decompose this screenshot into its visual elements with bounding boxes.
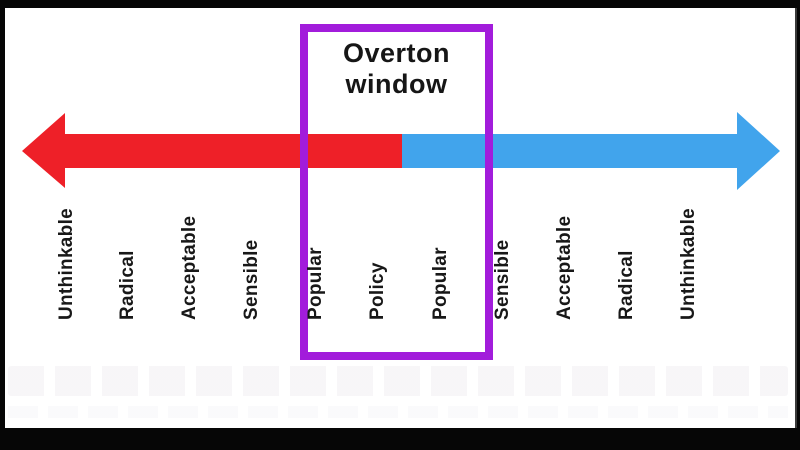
diagram-title: Overton window xyxy=(300,38,493,100)
axis-label-policy: Policy xyxy=(367,262,388,320)
diagram-title-line2: window xyxy=(345,69,448,99)
overton-window-box xyxy=(300,24,493,360)
watermark-artifact xyxy=(8,366,788,396)
axis-label-popular-right: Popular xyxy=(430,247,451,320)
axis-label-sensible-right: Sensible xyxy=(492,239,513,320)
watermark-artifact-2 xyxy=(8,406,788,418)
right-arrow-blue-half xyxy=(402,112,780,190)
axis-label-unthinkable-right: Unthinkable xyxy=(678,207,699,320)
axis-label-popular-left: Popular xyxy=(305,247,326,320)
axis-label-acceptable-left: Acceptable xyxy=(179,215,200,320)
axis-label-sensible-left: Sensible xyxy=(241,239,262,320)
axis-label-unthinkable-left: Unthinkable xyxy=(56,207,77,320)
frame-right-edge xyxy=(795,8,797,428)
axis-label-acceptable-right: Acceptable xyxy=(554,215,575,320)
axis-label-radical-right: Radical xyxy=(616,250,637,320)
diagram-title-line1: Overton xyxy=(342,38,451,68)
left-arrow-red-half xyxy=(22,113,402,188)
axis-label-radical-left: Radical xyxy=(117,250,138,320)
